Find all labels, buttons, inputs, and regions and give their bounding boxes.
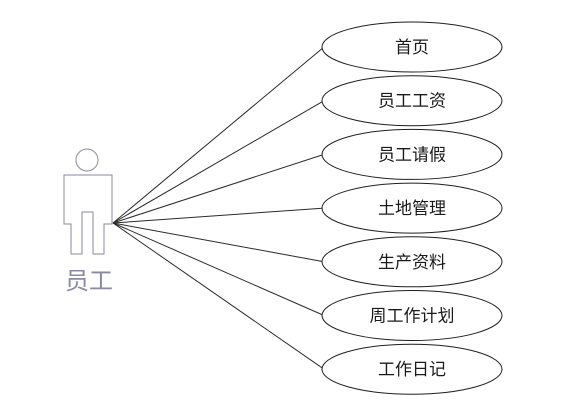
use-case-label-weekly-plan: 周工作计划 — [370, 307, 455, 327]
use-case-label-land: 土地管理 — [378, 199, 446, 219]
use-case-ellipse-production — [321, 236, 503, 288]
use-case-salary: 员工工资 — [321, 75, 503, 127]
actor-body — [63, 174, 113, 255]
use-case-ellipse-land — [321, 182, 503, 234]
use-case-ellipse-salary — [321, 75, 503, 127]
association-line-land — [112, 207, 325, 224]
association-line-home — [112, 46, 325, 224]
use-case-label-work-log: 工作日记 — [378, 360, 446, 380]
use-case-ellipse-work-log — [321, 343, 503, 395]
association-line-weekly-plan — [112, 222, 325, 316]
use-case-label-home: 首页 — [395, 38, 429, 58]
use-case-ellipse-home — [321, 21, 503, 73]
actor-head — [75, 148, 99, 172]
use-case-label-production: 生产资料 — [378, 253, 446, 273]
use-case-label-salary: 员工工资 — [378, 92, 446, 112]
actor-label: 员工 — [65, 267, 113, 295]
use-case-ellipse-leave — [321, 128, 503, 180]
use-case-ellipse-weekly-plan — [321, 290, 503, 341]
association-line-leave — [112, 153, 325, 224]
use-case-home: 首页 — [321, 21, 503, 73]
association-line-production — [112, 222, 325, 263]
association-lines — [112, 46, 325, 370]
association-line-work-log — [112, 222, 325, 370]
use-case-leave: 员工请假 — [321, 128, 503, 180]
use-case-weekly-plan: 周工作计划 — [321, 290, 503, 341]
actor-figure: 员工 — [63, 148, 113, 295]
use-case-label-leave: 员工请假 — [378, 145, 446, 165]
association-line-salary — [112, 100, 325, 224]
use-case-production: 生产资料 — [321, 236, 503, 288]
use-case-work-log: 工作日记 — [321, 343, 503, 395]
use-case-land: 土地管理 — [321, 182, 503, 234]
